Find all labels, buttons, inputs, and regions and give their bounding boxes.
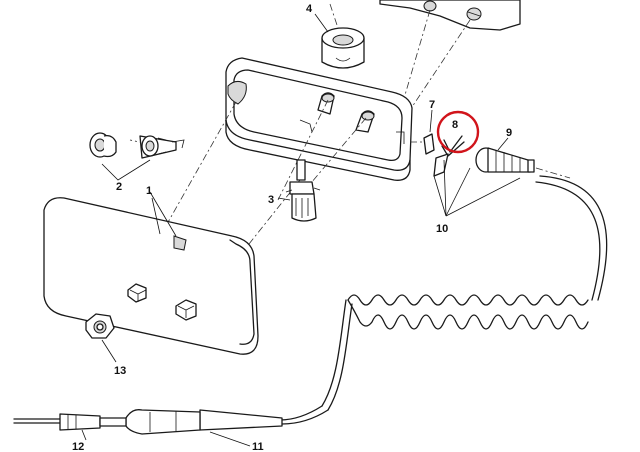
axis-line bbox=[535, 167, 571, 179]
callout-7: 7 bbox=[429, 99, 435, 111]
part-12-probe bbox=[13, 413, 127, 431]
leader-line bbox=[429, 109, 433, 133]
lamp-lens-lower bbox=[43, 197, 259, 355]
leader-line bbox=[445, 167, 471, 217]
callout-11: 11 bbox=[252, 441, 264, 452]
leader-line bbox=[81, 429, 87, 441]
leader-line bbox=[151, 197, 161, 235]
leader-line bbox=[314, 13, 329, 33]
leader-line bbox=[209, 431, 251, 447]
leader-line bbox=[433, 175, 447, 217]
part-7-clip bbox=[423, 133, 435, 155]
leader-line bbox=[101, 159, 151, 181]
callout-1: 1 bbox=[146, 185, 152, 197]
axis-line bbox=[409, 19, 471, 111]
part-9-boot bbox=[475, 147, 535, 173]
leader-line bbox=[101, 339, 117, 363]
axis-line bbox=[404, 9, 431, 96]
callout-8: 8 bbox=[452, 119, 458, 131]
lamp-housing-upper bbox=[225, 57, 413, 181]
coiled-cord bbox=[279, 175, 608, 425]
leader-line bbox=[277, 197, 291, 201]
mounting-bracket bbox=[379, 0, 521, 31]
leader-line bbox=[149, 191, 177, 237]
leader-line bbox=[445, 177, 521, 217]
callout-13: 13 bbox=[114, 365, 126, 377]
part-13-nut bbox=[85, 313, 115, 339]
callout-12: 12 bbox=[72, 441, 84, 452]
callout-3: 3 bbox=[268, 194, 274, 206]
part-3-socket bbox=[285, 159, 321, 222]
part-4-grommet bbox=[321, 27, 365, 69]
axis-line bbox=[277, 99, 329, 201]
part-10-spring-clip bbox=[433, 153, 449, 177]
callout-2: 2 bbox=[116, 181, 122, 193]
part-11-plug bbox=[125, 409, 283, 435]
highlight-ring bbox=[436, 110, 480, 154]
callout-9: 9 bbox=[506, 127, 512, 139]
callout-10: 10 bbox=[436, 223, 448, 235]
leader-line bbox=[497, 137, 509, 151]
part-2-connector bbox=[89, 132, 185, 159]
callout-4: 4 bbox=[306, 3, 313, 15]
leader-line bbox=[443, 159, 447, 217]
